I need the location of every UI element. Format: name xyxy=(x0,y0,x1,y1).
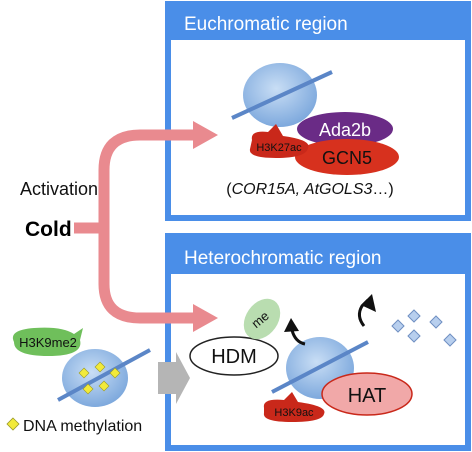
h3k9ac-label: H3K9ac xyxy=(274,407,314,419)
curved-arrow-icon-right xyxy=(357,298,370,327)
curved-arrow-head-left xyxy=(284,318,299,332)
h3k27ac-label: H3K27ac xyxy=(256,142,302,154)
activation-arrows xyxy=(74,129,196,324)
gcn5-bubble: GCN5 xyxy=(295,139,399,175)
methylated-nucleosome xyxy=(57,348,151,407)
methyl-diamond-icon xyxy=(6,417,20,431)
arrow-head-top xyxy=(193,121,218,149)
hdm-label: HDM xyxy=(211,346,257,368)
h3k27ac-mark: H3K27ac xyxy=(249,124,309,158)
euchromatic-title: Euchromatic region xyxy=(184,14,348,35)
heterochromatic-panel: Heterochromatic region xyxy=(165,233,471,451)
heterochromatic-title: Heterochromatic region xyxy=(184,248,381,269)
gray-block-arrow xyxy=(158,352,190,404)
curved-arrow-head-right xyxy=(361,294,376,312)
me-bubble: me xyxy=(243,298,281,340)
arrow-head-bottom xyxy=(193,304,218,332)
cold-label: Cold xyxy=(25,218,72,241)
h3k9me2-label: H3K9me2 xyxy=(19,335,77,350)
curved-arrow-icon xyxy=(290,329,306,346)
dna-methylation-label: DNA methylation xyxy=(23,418,142,435)
gcn5-label: GCN5 xyxy=(322,148,372,168)
euchromatic-panel: Euchromatic region xyxy=(165,1,471,221)
ada2b-bubble: Ada2b xyxy=(297,112,393,146)
gene-list: (COR15A, AtGOLS3…) xyxy=(226,181,393,198)
hat-bubble: HAT xyxy=(321,372,413,416)
h3k9me2-bubble: H3K9me2 xyxy=(12,327,83,356)
nucleosome-icon xyxy=(231,63,333,127)
h3k9ac-mark: H3K9ac xyxy=(263,392,325,422)
acetyl-diamond-icon xyxy=(391,309,457,347)
hat-label: HAT xyxy=(348,385,387,407)
ada2b-label: Ada2b xyxy=(319,120,371,140)
activation-label: Activation xyxy=(20,179,98,199)
hdm-bubble: HDM xyxy=(189,336,279,376)
